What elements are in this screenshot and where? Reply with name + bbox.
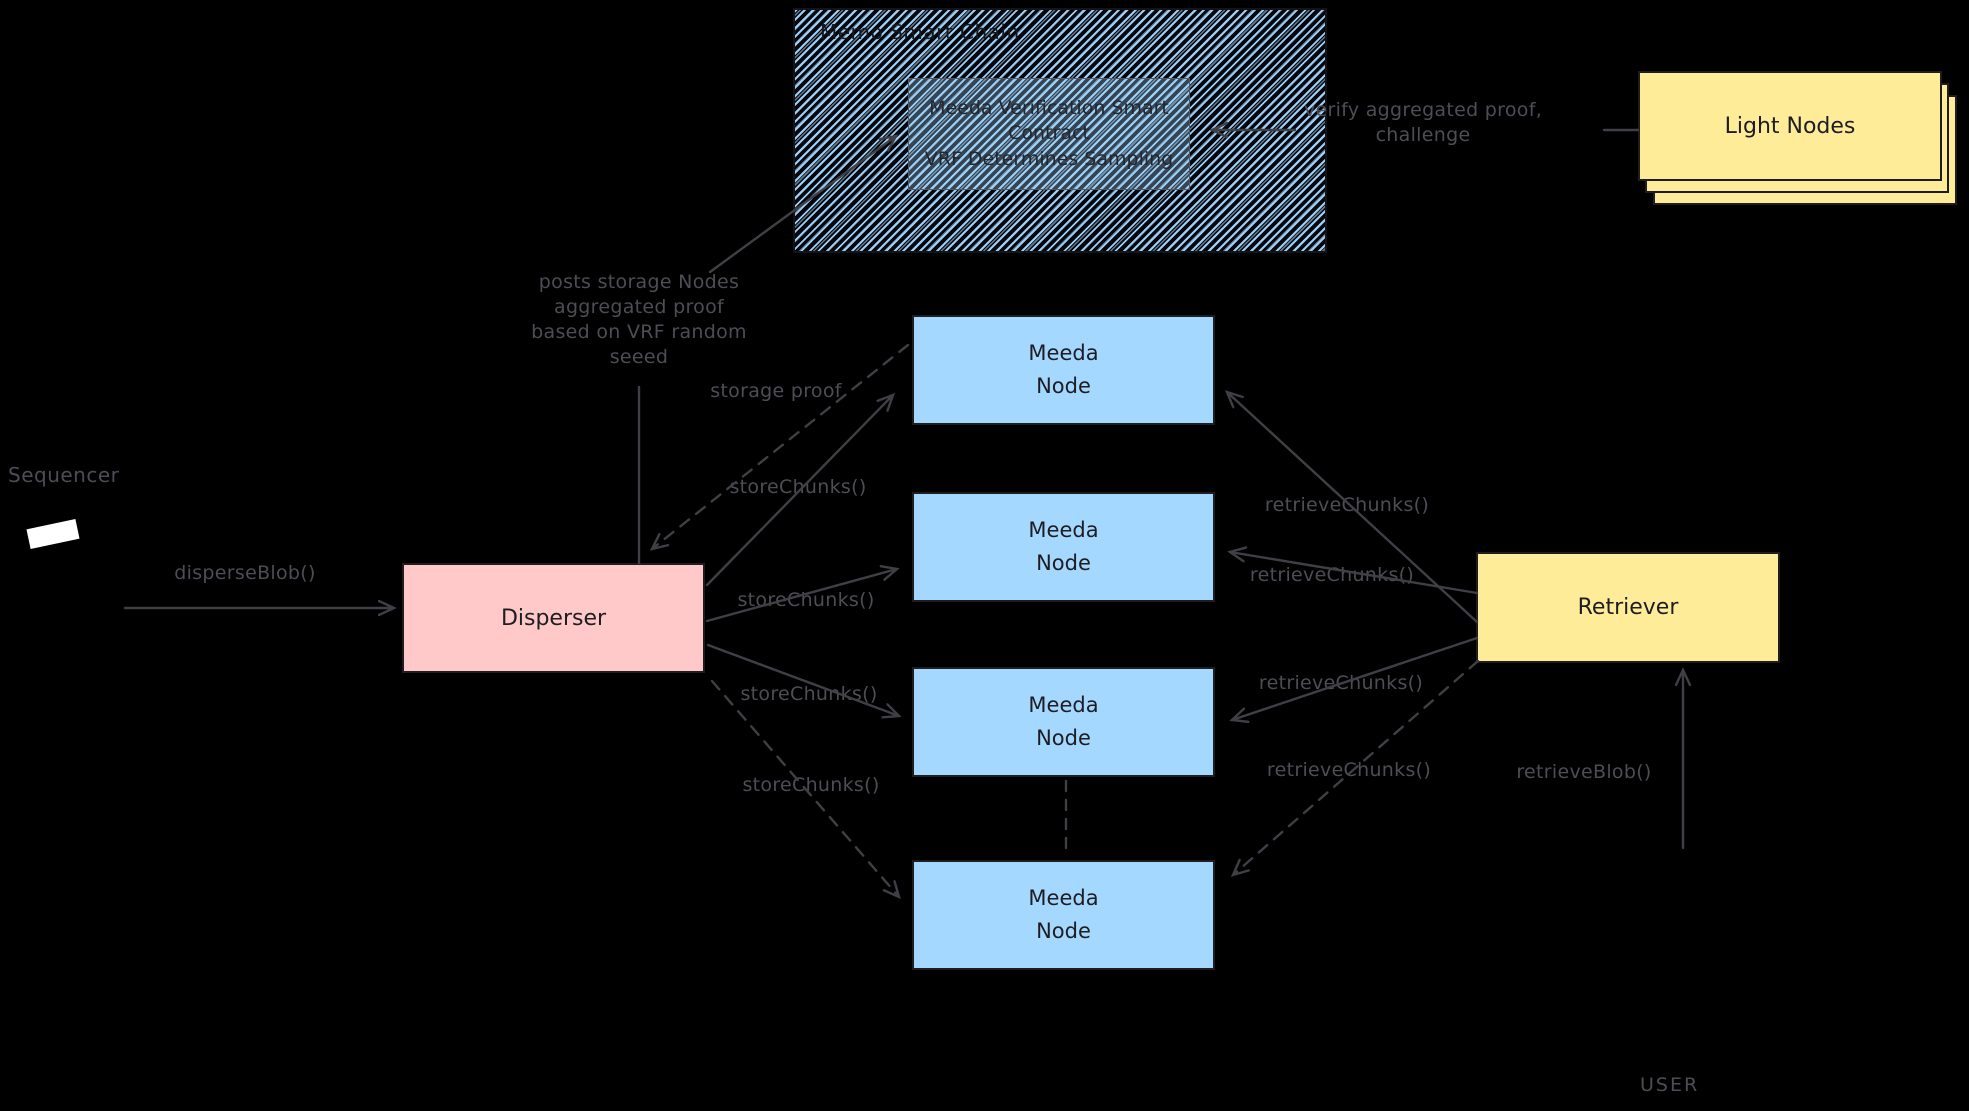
meeda-node-4-line2: Node [1036,919,1091,943]
retrieve-chunks-label-2: retrieveChunks() [1249,564,1415,586]
meeda-node-3-line2: Node [1036,726,1091,750]
disperser-label: Disperser [500,605,607,631]
meeda-node-2-line1: Meeda [1028,518,1099,543]
retrieve-chunks-label-1: retrieveChunks() [1264,494,1430,516]
contract-label-line2: Contract [1008,122,1090,145]
sequencer-laptop-icon [26,519,80,549]
storage-proof-label: storage proof [710,380,842,402]
meeda-node-2-line2: Node [1036,551,1091,575]
meeda-node-1-line2: Node [1036,374,1091,398]
retrieve-blob-label: retrieveBlob() [1516,761,1652,783]
retriever-label: Retriever [1577,595,1679,620]
light-nodes-box[interactable]: Light Nodes [1638,71,1942,181]
memo-smart-chain-title: Memo Smart Chain [820,20,1020,44]
contract-label-line3: VRF Determines Sampling [924,147,1174,170]
meeda-verification-contract-box[interactable]: Meeda Verification Smart Contract VRF De… [908,78,1190,190]
disperse-blob-label: disperseBlob() [174,562,316,584]
posts-aggregated-proof-label: posts storage Nodes aggregated proof bas… [531,271,747,369]
sequencer-label: Sequencer [8,463,120,487]
verify-aggregated-proof-label: verify aggregated proof, challenge [1303,99,1543,147]
store-chunks-label-4: storeChunks() [742,774,880,796]
disperser-box[interactable]: Disperser [402,563,705,673]
arrow-storage-proof-dashed [652,343,910,549]
light-nodes-label: Light Nodes [1724,113,1856,139]
store-chunks-label-1: storeChunks() [729,476,867,498]
retriever-box[interactable]: Retriever [1476,552,1780,663]
retrieve-chunks-label-3: retrieveChunks() [1258,672,1424,694]
store-chunks-label-3: storeChunks() [740,683,878,705]
meeda-node-1-line1: Meeda [1028,341,1099,366]
meeda-node-4-line1: Meeda [1028,886,1099,911]
meeda-node-3-line1: Meeda [1028,693,1099,718]
contract-label-line1: Meeda Verification Smart [929,96,1169,119]
store-chunks-label-2: storeChunks() [737,589,875,611]
user-label: USER [1640,1074,1700,1096]
retrieve-chunks-label-4: retrieveChunks() [1266,759,1432,781]
